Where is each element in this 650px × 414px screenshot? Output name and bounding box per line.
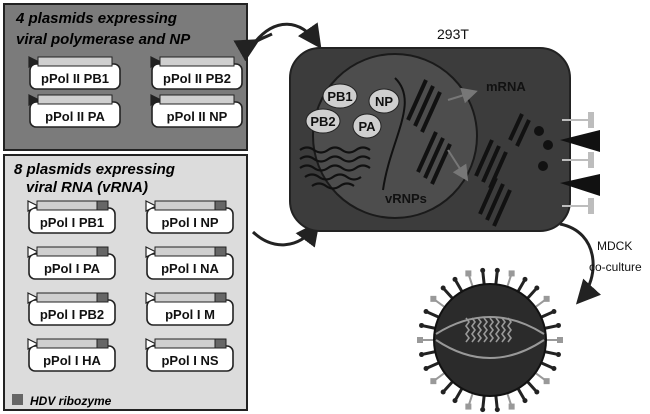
protein-pa: PA bbox=[352, 113, 382, 139]
plasmid-ppol-ii-np: pPol II NP bbox=[150, 94, 243, 128]
export-arrow-1 bbox=[447, 87, 478, 104]
plasmid-ppol-i-pa: pPol I PA bbox=[27, 246, 116, 280]
virion-rnps bbox=[465, 317, 512, 343]
cell-293t: PB1 NP PB2 PA vRNPs bbox=[289, 47, 600, 232]
plasmid-label: pPol I PB1 bbox=[40, 215, 104, 230]
mrna-cytoplasm bbox=[474, 113, 531, 227]
transfection-arrow-vrna bbox=[251, 221, 320, 248]
plasmid-label: pPol I HA bbox=[43, 353, 101, 368]
polymerase-panel-title-line1: 4 plasmids expressing bbox=[15, 10, 177, 27]
plasmid-label: pPol I NP bbox=[161, 215, 218, 230]
polymerase-plasmid-list: pPol II PB1 pPol II PB2 pPol II PA pPol II … bbox=[28, 56, 243, 128]
vrna-panel-title-line1: 8 plasmids expressing bbox=[14, 161, 175, 178]
hdv-ribozyme-box bbox=[96, 292, 109, 303]
plasmid-ppol-i-pb1: pPol I PB1 bbox=[27, 200, 116, 234]
virion bbox=[417, 267, 563, 413]
surface-proteins bbox=[534, 112, 600, 214]
ribozyme-legend-label: HDV ribozyme bbox=[30, 394, 112, 408]
plasmid-label: pPol I NS bbox=[161, 353, 218, 368]
transfection-arrow-polymerase-tail bbox=[233, 32, 273, 62]
hdv-ribozyme-box bbox=[214, 338, 227, 349]
ribozyme-legend-swatch bbox=[12, 394, 23, 405]
plasmid-label: pPol II PB1 bbox=[41, 71, 109, 86]
protein-pb2: PB2 bbox=[305, 108, 341, 134]
mrna-label: mRNA bbox=[486, 79, 526, 94]
vrna-panel: 8 plasmids expressing viral RNA (vRNA) p… bbox=[3, 154, 248, 411]
hdv-ribozyme-box bbox=[96, 200, 109, 211]
protein-pb1-label: PB1 bbox=[327, 89, 352, 104]
plasmid-label: pPol II PB2 bbox=[163, 71, 231, 86]
plasmid-ppol-i-na: pPol I NA bbox=[145, 246, 234, 280]
mrna-nuclear bbox=[406, 79, 452, 185]
plasmid-ppol-ii-pa: pPol II PA bbox=[28, 94, 121, 128]
plasmid-ppol-i-np: pPol I NP bbox=[145, 200, 234, 234]
hdv-ribozyme-box bbox=[96, 246, 109, 257]
protein-pa-label: PA bbox=[358, 119, 376, 134]
plasmid-ppol-i-ns: pPol I NS bbox=[145, 338, 234, 372]
hdv-ribozyme-box bbox=[214, 246, 227, 257]
coculture-arrow bbox=[559, 222, 601, 305]
plasmid-ppol-i-pb2: pPol I PB2 bbox=[27, 292, 116, 326]
coculture-line1: MDCK bbox=[597, 239, 632, 253]
protein-pb1: PB1 bbox=[322, 83, 358, 109]
vrnp-label: vRNPs bbox=[385, 191, 427, 206]
hdv-ribozyme-box bbox=[214, 292, 227, 303]
plasmid-label: pPol I PA bbox=[44, 261, 101, 276]
transfection-arrow-polymerase bbox=[253, 22, 322, 49]
polymerase-panel: 4 plasmids expressing viral polymerase a… bbox=[3, 3, 248, 151]
vrna-plasmid-list: pPol I PB1 pPol I NP pPol I PA pPol I NA pPo… bbox=[27, 200, 234, 372]
vrna-strands bbox=[299, 146, 371, 190]
cell-label: 293T bbox=[437, 26, 469, 42]
vrna-panel-title-line2: viral RNA (vRNA) bbox=[26, 179, 148, 196]
plasmid-label: pPol I NA bbox=[161, 261, 219, 276]
protein-np-label: NP bbox=[375, 94, 393, 109]
vrnp-pointer bbox=[382, 77, 406, 191]
plasmid-label: pPol II PA bbox=[45, 109, 105, 124]
plasmid-label: pPol II NP bbox=[167, 109, 228, 124]
hdv-ribozyme-box bbox=[214, 200, 227, 211]
plasmid-ppol-i-ha: pPol I HA bbox=[27, 338, 116, 372]
plasmid-ppol-i-m: pPol I M bbox=[145, 292, 234, 326]
plasmid-label: pPol I M bbox=[165, 307, 215, 322]
hdv-ribozyme-box bbox=[96, 338, 109, 349]
protein-pb2-label: PB2 bbox=[310, 114, 335, 129]
export-arrow-2 bbox=[447, 149, 469, 182]
plasmid-ppol-ii-pb1: pPol II PB1 bbox=[28, 56, 121, 90]
plasmid-ppol-ii-pb2: pPol II PB2 bbox=[150, 56, 243, 90]
protein-np: NP bbox=[368, 88, 400, 114]
plasmid-label: pPol I PB2 bbox=[40, 307, 104, 322]
polymerase-panel-title-line2: viral polymerase and NP bbox=[16, 31, 191, 48]
coculture-line2: co-culture bbox=[589, 260, 642, 274]
